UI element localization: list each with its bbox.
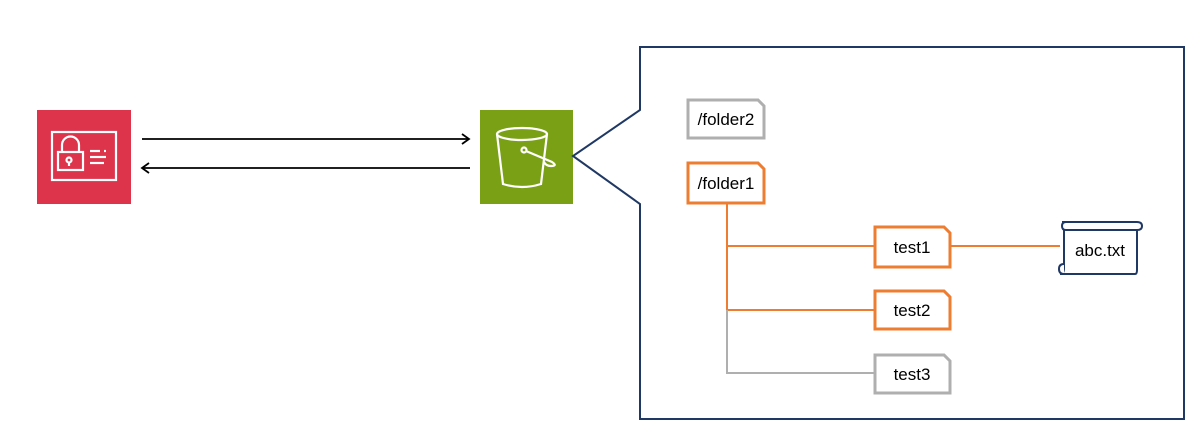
iam-node [37,110,131,204]
folder1-node[interactable]: /folder1 [686,161,766,205]
test2-label: test2 [894,301,931,320]
tree-connectors [726,204,1060,374]
test1-node[interactable]: test1 [873,225,952,269]
file-label: abc.txt [1075,241,1125,260]
connector-folder1-test3 [726,310,874,374]
folder2-shape [686,98,766,140]
s3-bucket-icon [495,126,556,189]
folder2-label: /folder2 [698,110,755,129]
test3-shape [873,353,952,395]
response-arrow [140,162,470,174]
s3-icon-background [480,110,573,204]
folder2-node[interactable]: /folder2 [686,98,766,140]
request-arrow [142,133,471,145]
test2-shape [873,289,952,331]
file-node[interactable]: abc.txt [1057,221,1144,275]
test3-node[interactable]: test3 [873,353,952,395]
folder1-label: /folder1 [698,174,755,193]
test1-shape [873,225,952,269]
iam-credentials-icon [50,130,118,182]
test2-node[interactable]: test2 [873,289,952,331]
folder1-shape [686,161,766,205]
s3-node [480,110,573,204]
test3-label: test3 [894,365,931,384]
scroll-file-icon [1057,221,1144,275]
test1-label: test1 [894,238,931,257]
